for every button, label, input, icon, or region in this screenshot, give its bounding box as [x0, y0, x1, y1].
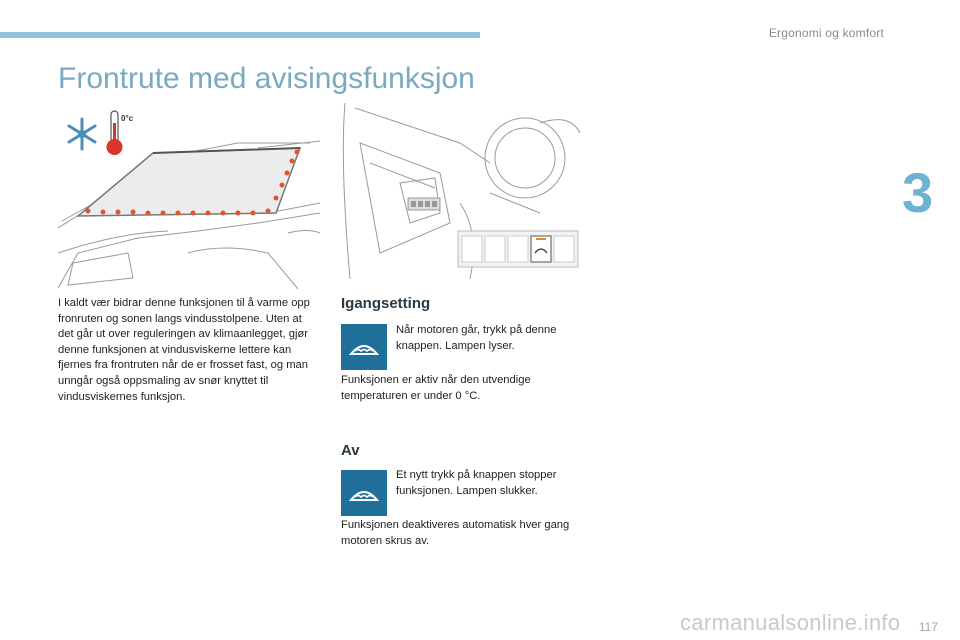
section-title: Ergonomi og komfort	[768, 26, 884, 40]
page-title: Frontrute med avisingsfunksjon	[58, 62, 475, 95]
header-accent-bar	[0, 32, 480, 38]
stop-note-text: Funksjonen deaktiveres automatisk hver g…	[341, 519, 570, 547]
watermark: carmanualsonline.info	[680, 610, 901, 635]
start-step-text: Når motoren går, trykk på denne knappen.…	[396, 324, 557, 352]
start-note-text: Funksjonen er aktiv når den utvendige te…	[341, 374, 531, 402]
stop-step-text: Et nytt trykk på knappen stopper funksjo…	[396, 469, 557, 497]
snowflake-icon	[67, 117, 97, 151]
heading-start: Igangsetting	[341, 295, 431, 312]
page-number: 117	[918, 620, 938, 634]
intro-paragraph: I kaldt vær bidrar denne funksjonen til …	[58, 297, 310, 403]
heading-stop: Av	[341, 442, 360, 459]
windshield-illustration: 0°c	[57, 103, 321, 290]
button-strip-zoom	[457, 230, 579, 268]
chapter-number: 3	[902, 161, 934, 224]
thermometer-icon	[106, 110, 123, 155]
windshield-defrost-button-icon	[341, 470, 387, 516]
dashboard-illustration	[340, 102, 581, 280]
temp-label: 0°c	[121, 114, 134, 123]
heater-marks	[85, 149, 300, 216]
windshield-defrost-button-icon	[341, 324, 387, 370]
